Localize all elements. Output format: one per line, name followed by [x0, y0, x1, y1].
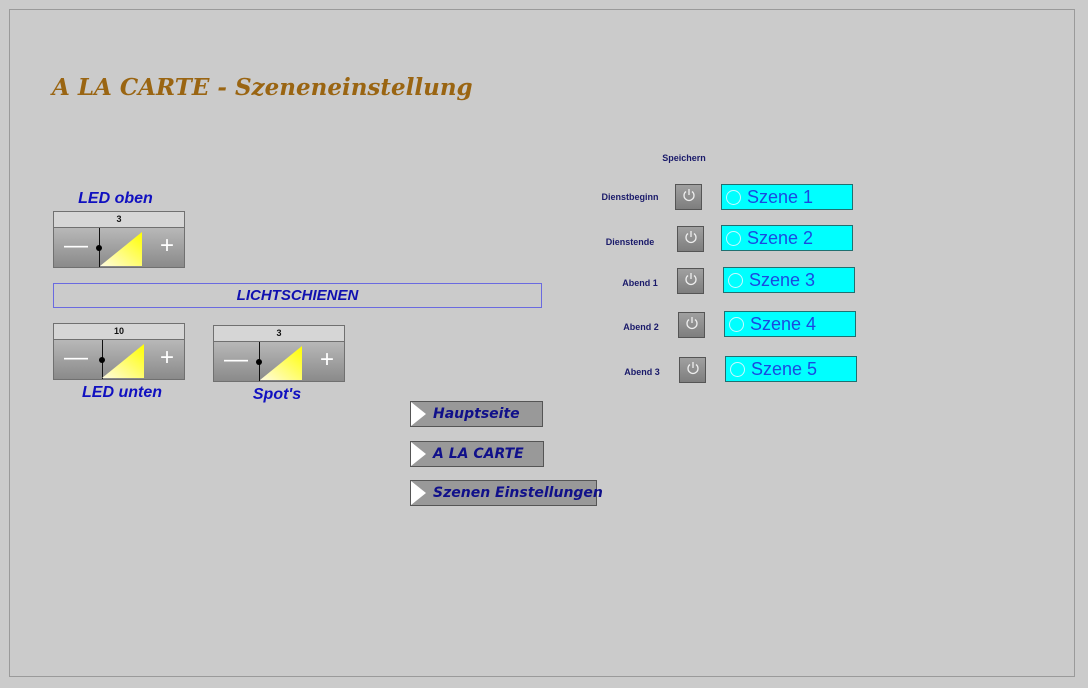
scene-button-2[interactable]: Szene 2 [721, 225, 853, 251]
scene-label: Szene 1 [747, 186, 814, 207]
dimmer-label-led-oben: LED oben [78, 190, 153, 207]
dimmer-label-led-unten: LED unten [82, 384, 162, 401]
dimmer-spots: 3 — + [213, 325, 345, 382]
plus-button[interactable]: + [159, 344, 174, 371]
save-row-label: Abend 1 [622, 278, 658, 288]
save-row-label: Dienstbeginn [601, 192, 659, 202]
power-icon [684, 230, 698, 249]
save-button-abend-2[interactable] [678, 312, 705, 338]
scene-label: Szene 3 [749, 269, 816, 290]
save-row-label: Dienstende [605, 237, 655, 247]
save-button-abend-1[interactable] [677, 268, 704, 294]
lichtschienen-section: LICHTSCHIENEN [53, 283, 542, 308]
power-icon [685, 316, 699, 335]
scene-label: Szene 2 [747, 227, 814, 248]
dimmer-slider-handle[interactable] [96, 245, 102, 251]
brightness-ramp-icon [260, 346, 302, 380]
nav-label: A LA CARTE [433, 446, 524, 462]
scene-icon [726, 230, 741, 246]
scene-label: Szene 5 [751, 358, 818, 379]
dimmer-value: 10 [53, 323, 185, 340]
dimmer-value: 3 [213, 325, 345, 342]
power-icon [684, 272, 698, 291]
section-label: LICHTSCHIENEN [236, 287, 359, 304]
arrow-right-icon [411, 481, 426, 505]
scene-icon [728, 272, 743, 288]
save-row-label: Abend 3 [624, 367, 660, 377]
power-icon [686, 361, 700, 380]
nav-label: Hauptseite [433, 406, 520, 422]
scene-icon [730, 361, 745, 377]
nav-button-a-la-carte[interactable]: A LA CARTE [410, 441, 544, 467]
dimmer-label-spots: Spot's [252, 386, 302, 403]
dimmer-led-oben: 3 — + [53, 211, 185, 268]
dimmer-slider-handle[interactable] [256, 359, 262, 365]
plus-button[interactable]: + [319, 346, 334, 373]
power-icon [682, 188, 696, 207]
scene-icon [729, 316, 744, 332]
plus-button[interactable]: + [159, 232, 174, 259]
save-button-abend-3[interactable] [679, 357, 706, 383]
save-header: Speichern [662, 153, 706, 163]
scene-button-1[interactable]: Szene 1 [721, 184, 853, 210]
minus-button[interactable]: — [64, 232, 88, 259]
nav-label: Szenen Einstellungen [433, 485, 603, 501]
scene-button-3[interactable]: Szene 3 [723, 267, 855, 293]
brightness-ramp-icon [100, 232, 142, 266]
scene-button-5[interactable]: Szene 5 [725, 356, 857, 382]
save-row-label: Abend 2 [623, 322, 659, 332]
save-button-dienstende[interactable] [677, 226, 704, 252]
scene-button-4[interactable]: Szene 4 [724, 311, 856, 337]
scene-label: Szene 4 [750, 313, 817, 334]
minus-button[interactable]: — [64, 344, 88, 371]
dimmer-led-unten: 10 — + [53, 323, 185, 380]
dimmer-value: 3 [53, 211, 185, 228]
arrow-right-icon [411, 402, 426, 426]
page-title: A LA CARTE - Szeneneinstellung [52, 74, 473, 101]
scene-icon [726, 189, 741, 205]
minus-button[interactable]: — [224, 346, 248, 373]
dimmer-slider-handle[interactable] [99, 357, 105, 363]
arrow-right-icon [411, 442, 426, 466]
save-button-dienstbeginn[interactable] [675, 184, 702, 210]
nav-button-hauptseite[interactable]: Hauptseite [410, 401, 543, 427]
window-frame [9, 9, 1075, 677]
nav-button-szenen-einstellungen[interactable]: Szenen Einstellungen [410, 480, 603, 506]
brightness-ramp-icon [102, 344, 144, 378]
